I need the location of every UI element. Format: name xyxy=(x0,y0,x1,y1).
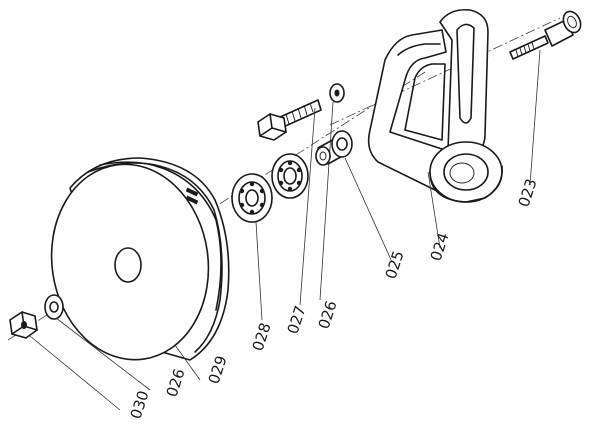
part-025-spacer-sleeve xyxy=(315,130,393,263)
label-027: 027 xyxy=(284,303,310,336)
label-026-lower: 026 xyxy=(163,366,189,399)
part-028-bearings xyxy=(231,153,309,321)
part-027-hex-bolt xyxy=(257,99,322,306)
part-023-pivot-bolt xyxy=(509,10,582,186)
part-030-hex-nut xyxy=(9,311,121,411)
label-025: 025 xyxy=(382,248,408,281)
label-026-upper: 026 xyxy=(315,298,341,331)
part-026-washer-lower xyxy=(44,294,151,391)
label-028: 028 xyxy=(249,320,275,353)
part-029-pulley-wheel xyxy=(50,157,230,381)
part-024-swing-arm xyxy=(367,8,503,249)
label-030: 030 xyxy=(127,388,153,421)
label-023: 023 xyxy=(515,176,541,209)
label-029: 029 xyxy=(205,353,231,386)
label-024: 024 xyxy=(427,230,453,263)
part-026-washer-upper xyxy=(319,83,345,301)
